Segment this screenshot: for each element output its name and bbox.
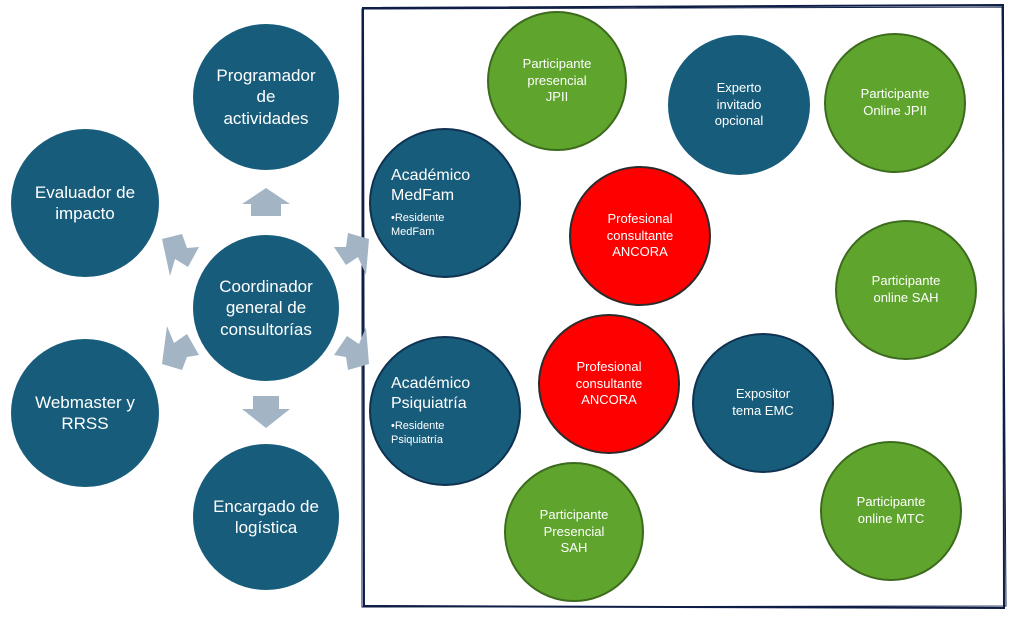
node-evaluador-label: Evaluador de impacto [34, 182, 136, 223]
node-participante-online-sah: Participante online SAH [835, 220, 977, 360]
node-evaluador: Evaluador de impacto [11, 129, 159, 277]
node-logistica-label: Encargado de logística [213, 496, 319, 537]
node-profesional-ancora-2: Profesional consultante ANCORA [538, 314, 680, 454]
node-academico-medfam: Académico MedFam •Residente MedFam [369, 128, 521, 278]
arrow-upper-left [162, 234, 199, 276]
participante-presencial-sah-label: Participante Presencial SAH [539, 506, 609, 556]
node-participante-presencial-jpii: Participante presencial JPII [487, 11, 627, 151]
node-coordinador: Coordinador general de consultorías [193, 235, 339, 381]
node-coordinador-label: Coordinador general de consultorías [219, 277, 313, 339]
node-profesional-ancora-1: Profesional consultante ANCORA [569, 166, 711, 306]
node-academico-psiquiatria: Académico Psiquiatría •Residente Psiquia… [369, 336, 521, 486]
node-webmaster: Webmaster y RRSS [11, 339, 159, 487]
node-expositor-emc: Expositor tema EMC [692, 333, 834, 473]
participante-online-sah-label: Participante online SAH [871, 273, 941, 305]
arrow-upper-right [334, 233, 369, 275]
node-participante-online-mtc: Participante online MTC [820, 441, 962, 581]
academico-psiquiatria-bullet: •Residente Psiquiatría [391, 420, 445, 446]
arrow-lower-left [162, 326, 199, 370]
arrow-down [242, 396, 290, 428]
academico-psiquiatria-title: Académico Psiquiatría [391, 375, 471, 413]
node-experto-invitado: Experto invitado opcional [668, 35, 810, 175]
profesional-ancora-2-label: Profesional consultante ANCORA [575, 358, 643, 408]
node-webmaster-label: Webmaster y RRSS [35, 392, 135, 433]
node-programador-label: Programador de actividades [216, 66, 316, 128]
participante-online-mtc-label: Participante online MTC [856, 494, 926, 526]
expositor-emc-label: Expositor tema EMC [732, 386, 794, 418]
node-logistica: Encargado de logística [193, 444, 339, 590]
node-participante-online-jpii: Participante Online JPII [824, 33, 966, 173]
arrow-lower-right [334, 327, 369, 370]
academico-medfam-bullet: •Residente MedFam [391, 212, 445, 238]
participante-presencial-jpii-label: Participante presencial JPII [522, 55, 592, 105]
node-programador: Programador de actividades [193, 24, 339, 170]
profesional-ancora-1-label: Profesional consultante ANCORA [606, 210, 674, 260]
node-participante-presencial-sah: Participante Presencial SAH [504, 462, 644, 602]
experto-invitado-label: Experto invitado opcional [714, 79, 764, 129]
participante-online-jpii-label: Participante Online JPII [860, 86, 930, 118]
academico-medfam-title: Académico MedFam [391, 167, 471, 205]
arrow-up [242, 188, 290, 216]
